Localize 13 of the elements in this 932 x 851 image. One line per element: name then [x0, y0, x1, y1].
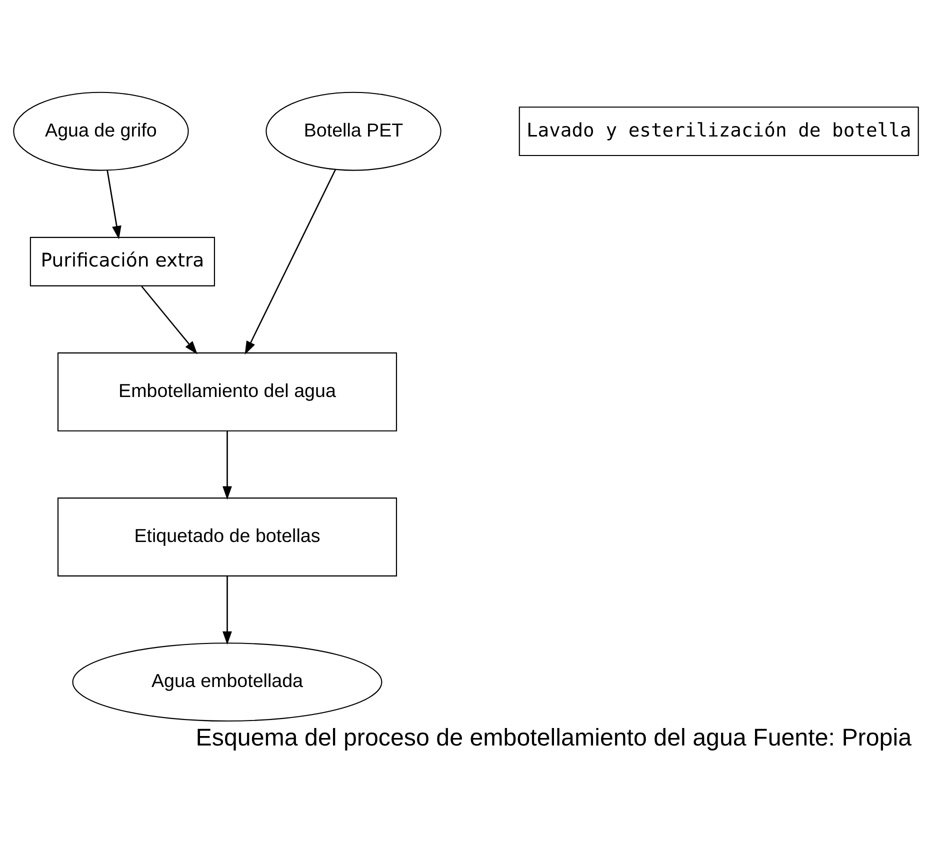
arrow — [222, 576, 232, 645]
arrow — [222, 431, 232, 500]
arrow — [244, 169, 336, 355]
arrow — [141, 286, 198, 354]
node-box: Etiquetado de botellas — [57, 498, 398, 576]
node-ellipse: Agua de grifo — [13, 92, 189, 171]
node-box: Embotellamiento del agua — [57, 352, 398, 432]
node-ellipse: Botella PET — [266, 92, 442, 171]
caption: Esquema del proceso de embotellamiento del agua Fuente: Propia — [196, 724, 912, 752]
node-ellipse: Agua embotellada — [72, 642, 382, 722]
node-box: Purificación extra — [30, 236, 216, 286]
node-box: Lavado y esterilización de botella — [518, 106, 919, 156]
arrow — [106, 170, 122, 240]
